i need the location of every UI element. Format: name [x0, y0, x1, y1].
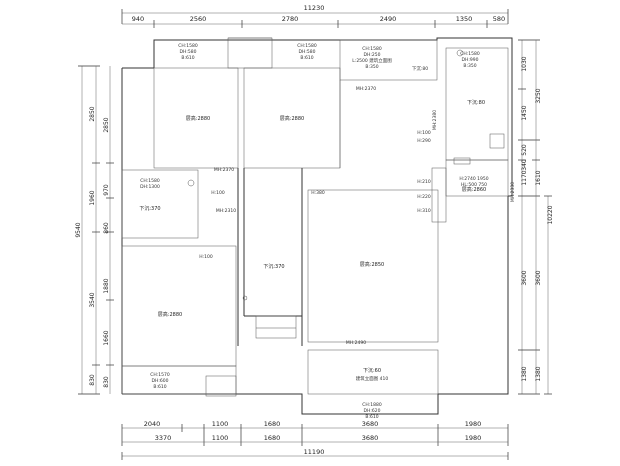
- note-right-small-2: HL:500 750: [461, 182, 487, 188]
- note-h-4: H:210: [417, 179, 431, 185]
- right-inner-dim-2: 1610: [535, 170, 542, 185]
- bottom-dimensions: 2040 1100 1680 3680 1980 3370 1100 1680 …: [121, 420, 509, 460]
- label-room-top-middle: 层高:2880: [280, 115, 304, 122]
- note-window-left-2: DH:1300: [140, 184, 160, 190]
- top-dim-6: 580: [493, 15, 505, 23]
- top-dimensions: 11230 940 2560 2780 2490 1350 580: [121, 4, 509, 28]
- note-door-1: MH:2370: [356, 86, 376, 92]
- note-window-tr1-2: DH:250: [364, 52, 381, 58]
- right-inner-dim-3: 3600: [535, 270, 542, 285]
- note-h-8: H:100: [417, 130, 431, 136]
- window-notes: CH:1580 DH:580 B:610 CH:1580 DH:580 B:61…: [140, 43, 480, 420]
- bottom-dim-2: 1100: [212, 420, 229, 428]
- note-top-right: 下沉:80: [412, 65, 428, 72]
- note-window-tr2-1: CH:1580: [460, 51, 480, 57]
- right-small-dim: 340: [521, 159, 528, 171]
- top-dim-4: 2490: [380, 15, 397, 23]
- label-room-center: 层高:2850: [360, 261, 384, 268]
- note-window-bl-2: DH:600: [152, 378, 169, 384]
- note-h-6: H:310: [417, 208, 431, 214]
- note-window-bl-1: CH:1570: [150, 372, 170, 378]
- left-inner-dim-4: 830: [89, 374, 96, 386]
- bottom-dim-outer-5: 1980: [465, 434, 482, 442]
- bottom-dim-outer-1: 3370: [155, 434, 172, 442]
- note-window-tr1-4: B:350: [365, 64, 378, 70]
- bottom-dim-3: 1680: [264, 420, 281, 428]
- left-detail-dim-5: 1660: [103, 330, 110, 345]
- label-room-top-left: 层高:2880: [186, 115, 210, 122]
- note-door-4: MH:2380: [432, 110, 438, 130]
- right-total-dim: 10220: [547, 205, 554, 224]
- left-detail-dim-2: 970: [103, 184, 110, 196]
- bottom-dim-outer-3: 1680: [264, 434, 281, 442]
- left-inner-dim-1: 2850: [89, 106, 96, 121]
- label-room-right: 下沉:80: [467, 99, 485, 106]
- note-door-2: MH:2370: [214, 167, 234, 173]
- note-h-5: H:220: [417, 194, 431, 200]
- walls: [121, 37, 513, 415]
- note-window-bottom-2: DH:620: [364, 408, 381, 414]
- right-outer-dim-1: 1030: [521, 56, 528, 71]
- label-balcony-top-note: 建筑立面图 410: [356, 375, 389, 382]
- right-outer-dim-6: 1380: [521, 366, 528, 381]
- right-outer-dim-3: 520: [521, 144, 528, 156]
- left-inner-dim-3: 3540: [89, 292, 96, 307]
- bottom-dim-outer-2: 1100: [212, 434, 229, 442]
- note-window-bottom-1: CH:1880: [362, 402, 382, 408]
- note-window-tm-2: DH:580: [299, 49, 316, 55]
- note-door-3: MH:2310: [216, 208, 236, 214]
- label-balcony-bottom: 下沉:60: [363, 367, 381, 374]
- left-detail-dim-6: 830: [103, 376, 110, 388]
- right-outer-dim-5: 3600: [521, 270, 528, 285]
- top-dim-1: 940: [132, 15, 144, 23]
- note-window-tr1-1: CH:1580: [362, 46, 382, 52]
- top-dim-5: 1350: [456, 15, 473, 23]
- note-h-1: H:100: [211, 190, 225, 196]
- note-window-tl-3: B:610: [181, 55, 194, 61]
- note-right-small-1: H:2740 1950: [459, 176, 488, 182]
- top-total-dim: 11230: [304, 4, 325, 12]
- room-labels: 层高:2880 层高:2880 层高:2880 层高:2850 下沉:370 下…: [139, 99, 486, 382]
- note-h-7: H:290: [417, 138, 431, 144]
- right-dimensions: 1030 1450 520 1170 3600 1380 3250 1610 3…: [518, 39, 554, 395]
- door-notes: MH:2370 MH:2370 MH:2310 MH:2380 MH:2490 …: [199, 65, 516, 346]
- left-detail-dim-1: 2850: [103, 117, 110, 132]
- bottom-dim-5: 1980: [465, 420, 482, 428]
- bottom-total-dim: 11190: [304, 448, 325, 456]
- right-outer-dim-2: 1450: [521, 105, 528, 120]
- bottom-dim-1: 2040: [144, 420, 161, 428]
- right-outer-dim-4: 1170: [521, 170, 528, 185]
- right-inner-dim-4: 1380: [535, 366, 542, 381]
- left-total-dim: 9540: [75, 222, 82, 237]
- note-window-bl-3: B:610: [153, 384, 166, 390]
- note-window-tr1-3: L:2500 建筑立面图: [352, 57, 392, 64]
- bottom-dim-4: 3680: [362, 420, 379, 428]
- label-room-bottom-left: 层高:2880: [158, 311, 182, 318]
- left-detail-dim-4: 1880: [103, 278, 110, 293]
- note-window-tr2-2: DH:990: [462, 57, 479, 63]
- note-door-6: MH:2330: [510, 182, 516, 202]
- top-dim-3: 2780: [282, 15, 299, 23]
- note-window-tl-2: DH:580: [180, 49, 197, 55]
- label-room-left-small: 下沉:370: [139, 205, 160, 212]
- label-kitchen-right: 层高:2860: [462, 186, 486, 193]
- left-inner-dim-2: 1960: [89, 190, 96, 205]
- top-dim-2: 2560: [190, 15, 207, 23]
- note-window-bottom-3: B:610: [365, 414, 378, 420]
- left-dimensions: 9540 2850 1960 3540 830 2850 970 860 188…: [75, 65, 114, 395]
- note-window-tl-1: CH:1580: [178, 43, 198, 49]
- note-window-tr2-3: B:350: [463, 63, 476, 69]
- note-h-3: H:380: [311, 190, 325, 196]
- note-window-tm-3: B:610: [300, 55, 313, 61]
- note-door-5: MH:2490: [346, 340, 366, 346]
- right-inner-dim-1: 3250: [535, 88, 542, 103]
- label-hall-center: 下沉:370: [263, 263, 284, 270]
- note-window-left-1: CH:1580: [140, 178, 160, 184]
- note-h-2: H:100: [199, 254, 213, 260]
- left-detail-dim-3: 860: [103, 222, 110, 234]
- bottom-dim-outer-4: 3680: [362, 434, 379, 442]
- note-window-tm-1: CH:1580: [297, 43, 317, 49]
